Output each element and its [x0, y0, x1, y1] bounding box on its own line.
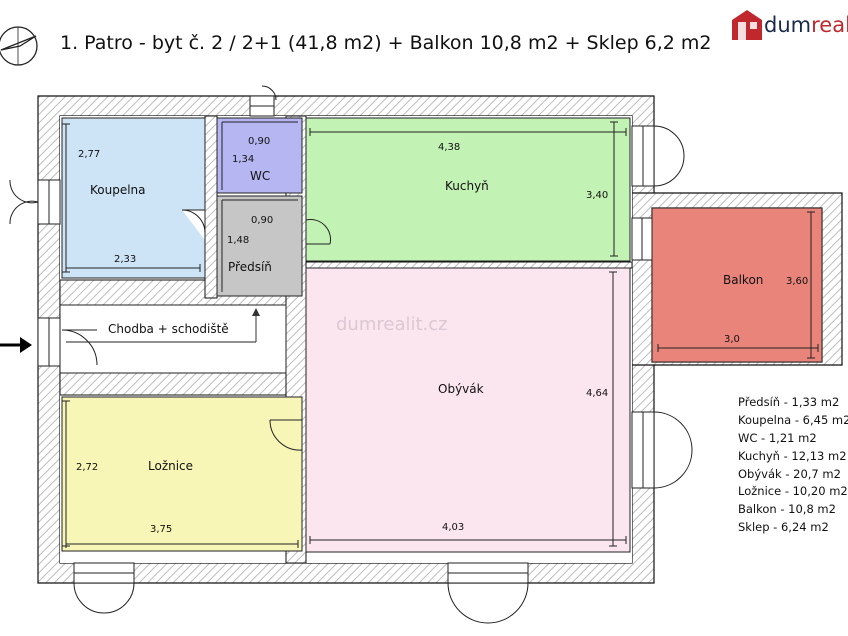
dim-kuchyn-h: 3,40	[586, 190, 608, 201]
label-obyvak: Obývák	[438, 382, 484, 396]
room-koupelna	[61, 117, 206, 279]
label-predsin: Předsíň	[228, 260, 272, 274]
compass-icon	[0, 26, 38, 66]
dimension-lines	[62, 121, 819, 548]
page-title: 1. Patro - byt č. 2 / 2+1 (41,8 m2) + Ba…	[60, 32, 712, 54]
label-balkon: Balkon	[723, 273, 763, 287]
room-wc	[216, 117, 303, 194]
label-loznice: Ložnice	[148, 459, 193, 473]
dim-predsin-w: 0,90	[251, 215, 273, 226]
legend-item: Ložnice - 10,20 m2	[738, 484, 848, 499]
legend-item: Sklep - 6,24 m2	[738, 520, 829, 535]
room-predsin	[216, 195, 303, 297]
room-chodba	[59, 304, 287, 374]
dim-wc-h: 1,34	[232, 154, 254, 165]
dim-kuchyn-w: 4,38	[438, 142, 460, 153]
legend-item: Kuchyň - 12,13 m2	[738, 448, 847, 463]
dim-balkon-w: 3,0	[724, 334, 740, 345]
brand-logo: dumrealit	[730, 6, 848, 44]
label-koupelna: Koupelna	[90, 183, 146, 197]
dim-wc-w: 0,90	[248, 136, 270, 147]
legend-item: Předsíň - 1,33 m2	[738, 395, 840, 409]
area-legend: Předsíň - 1,33 m2 Koupelna - 6,45 m2 WC …	[738, 394, 848, 537]
room-kuchyn	[305, 117, 631, 262]
dim-obyvak-h: 4,64	[586, 388, 608, 399]
legend-item: Koupelna - 6,45 m2	[738, 412, 848, 427]
dim-koupelna-w: 2,33	[114, 254, 136, 265]
room-obyvak	[305, 267, 631, 553]
dim-koupelna-h: 2,77	[78, 149, 100, 160]
dim-loznice-w: 3,75	[150, 524, 172, 535]
dim-predsin-h: 1,48	[227, 235, 249, 246]
dim-loznice-h: 2,72	[76, 462, 98, 473]
room-balkon	[651, 207, 823, 363]
dim-balkon-h: 3,60	[786, 276, 808, 287]
legend-item: Balkon - 10,8 m2	[738, 502, 836, 517]
house-logo-icon	[732, 10, 762, 40]
label-chodba: Chodba + schodiště	[108, 322, 229, 336]
legend-item: WC - 1,21 m2	[738, 430, 817, 445]
label-wc: WC	[250, 169, 270, 183]
legend-item: Obývák - 20,7 m2	[738, 466, 841, 481]
room-loznice	[61, 396, 303, 552]
doors	[61, 85, 331, 460]
label-kuchyn: Kuchyň	[445, 179, 489, 193]
dim-obyvak-w: 4,03	[442, 522, 464, 533]
logo-text: dumrealit	[764, 13, 848, 37]
watermark: dumrealit.cz	[336, 314, 448, 335]
windows	[37, 95, 655, 584]
entrance-arrow-icon	[0, 337, 32, 353]
